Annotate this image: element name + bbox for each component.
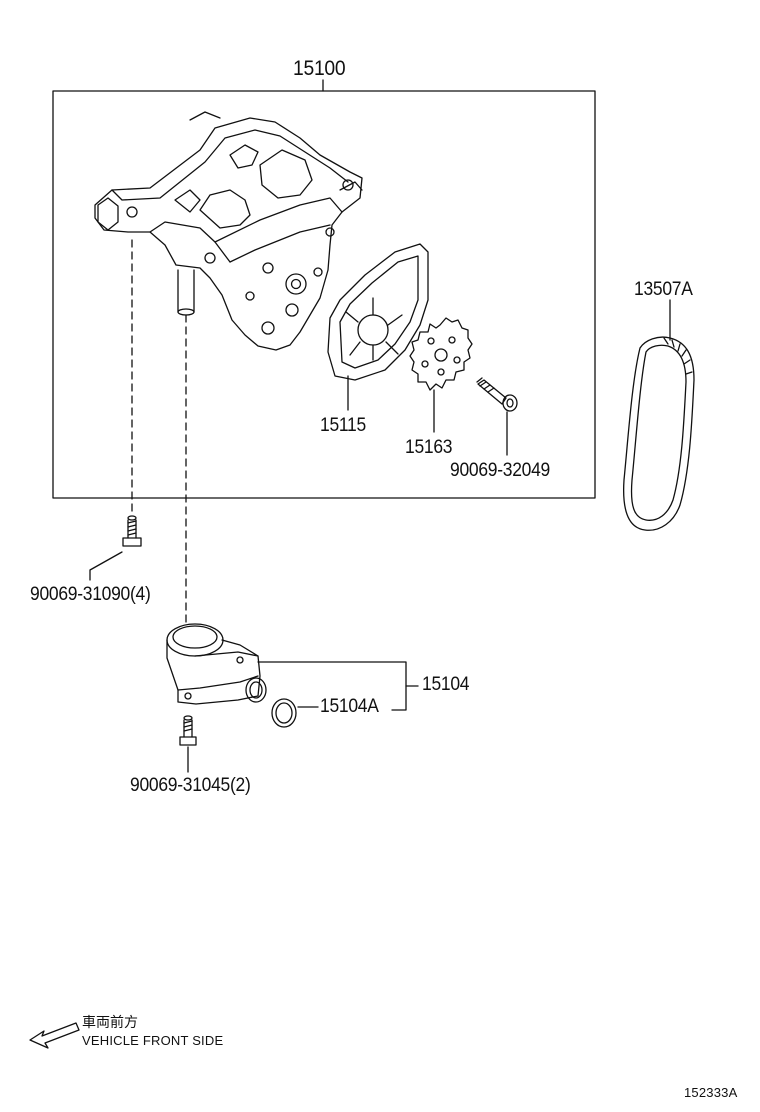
sprocket-part bbox=[409, 317, 473, 391]
label-15115: 15115 bbox=[320, 415, 366, 436]
strainer-gasket-part bbox=[271, 698, 297, 728]
strainer-part bbox=[166, 623, 267, 705]
label-90069-31045: 90069-31045(2) bbox=[130, 775, 251, 796]
leader-90069-31090 bbox=[89, 551, 123, 581]
pump-bolt-part bbox=[122, 515, 142, 547]
strainer-bolt-part bbox=[179, 715, 197, 746]
timing-chain-part bbox=[622, 336, 695, 531]
label-15163: 15163 bbox=[405, 437, 453, 458]
label-15104A: 15104A bbox=[320, 696, 379, 717]
label-90069-31090: 90069-31090(4) bbox=[30, 584, 151, 605]
figure-id: 152333A bbox=[684, 1085, 738, 1100]
legend-japanese: 車両前方 bbox=[82, 1014, 138, 1030]
label-90069-32049: 90069-32049 bbox=[450, 460, 551, 481]
oil-pump-housing bbox=[94, 111, 363, 351]
label-15100: 15100 bbox=[293, 57, 346, 80]
legend-english: VEHICLE FRONT SIDE bbox=[82, 1033, 224, 1048]
label-13507A: 13507A bbox=[634, 279, 693, 300]
assembly-frame bbox=[52, 90, 596, 499]
pump-cover-part bbox=[327, 243, 429, 381]
label-15104: 15104 bbox=[422, 674, 470, 695]
sprocket-bolt-part bbox=[476, 377, 518, 412]
front-arrow-icon bbox=[29, 1022, 80, 1049]
